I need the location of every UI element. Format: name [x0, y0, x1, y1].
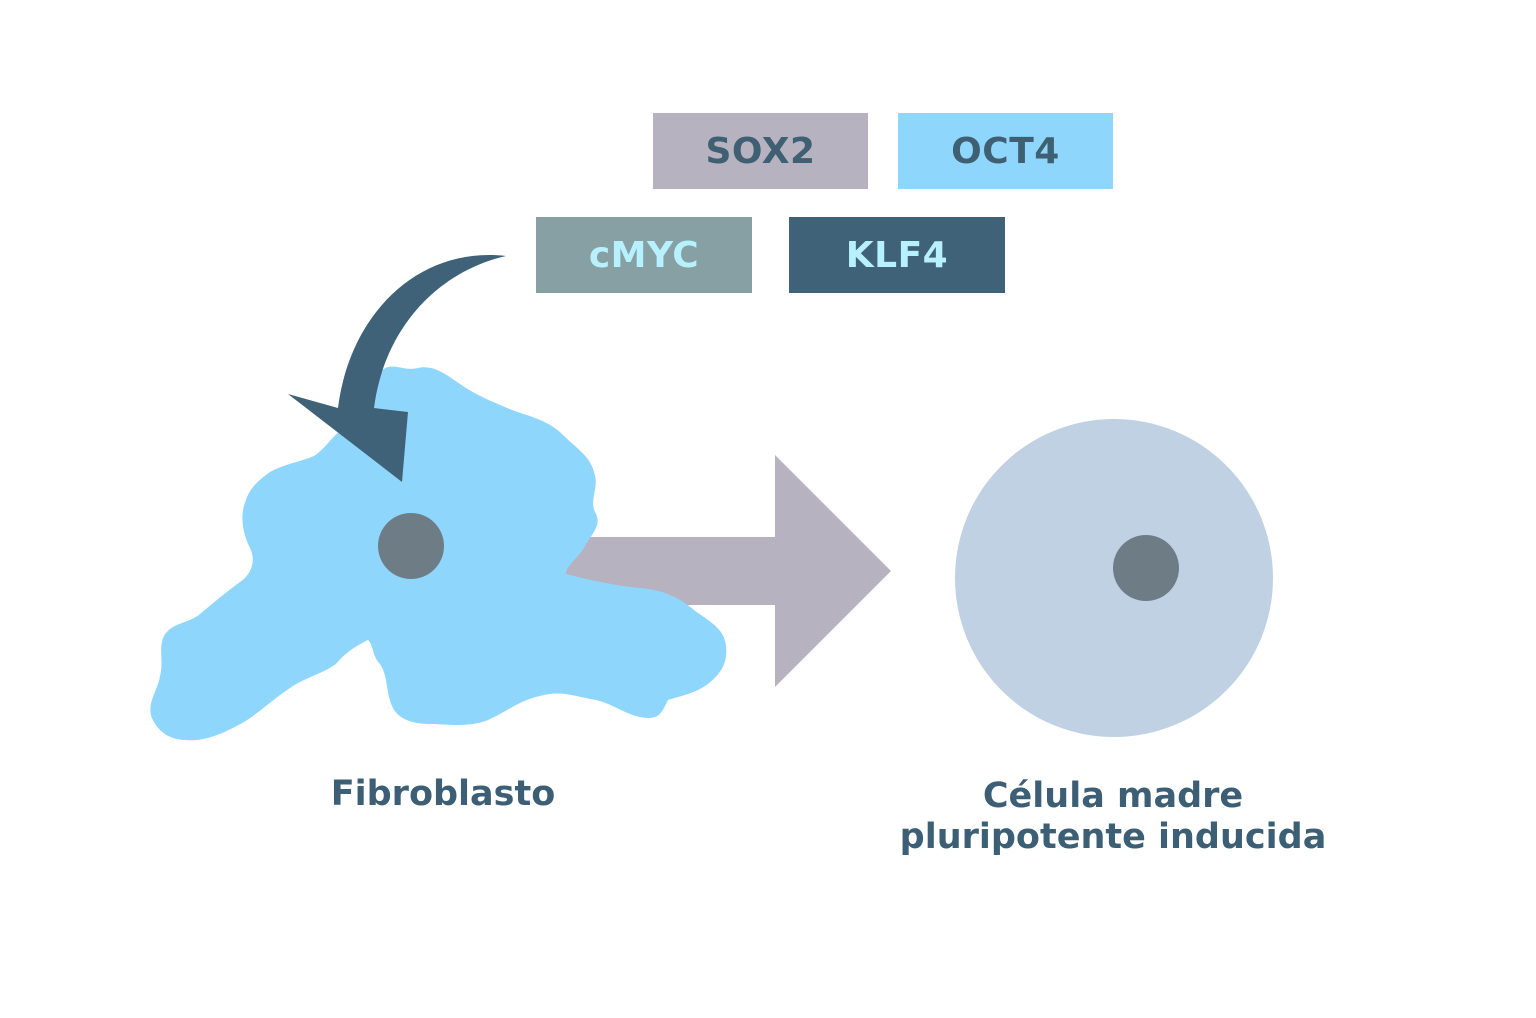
- ipsc-cell: [955, 419, 1273, 737]
- fibroblast-label: Fibroblasto: [330, 774, 556, 814]
- factor-oct4-label: OCT4: [951, 130, 1060, 172]
- fibroblast-caption: Fibroblasto: [293, 774, 593, 815]
- factor-cmyc-label: cMYC: [588, 234, 700, 276]
- ipsc-label-line2: pluripotente inducida: [899, 817, 1327, 857]
- factor-klf4-box: KLF4: [789, 217, 1005, 293]
- ipsc-nucleus: [1113, 535, 1179, 601]
- factor-sox2-label: SOX2: [705, 130, 816, 172]
- factor-klf4-label: KLF4: [845, 234, 949, 276]
- factor-oct4-box: OCT4: [898, 113, 1113, 189]
- ipsc-caption: Célula madre pluripotente inducida: [880, 776, 1346, 858]
- factor-sox2-box: SOX2: [653, 113, 868, 189]
- transfection-arrow: [288, 254, 506, 482]
- factor-cmyc-box: cMYC: [536, 217, 752, 293]
- transformation-arrow: [565, 455, 891, 687]
- fibroblast-nucleus: [378, 513, 444, 579]
- ipsc-label-line1: Célula madre: [982, 776, 1244, 816]
